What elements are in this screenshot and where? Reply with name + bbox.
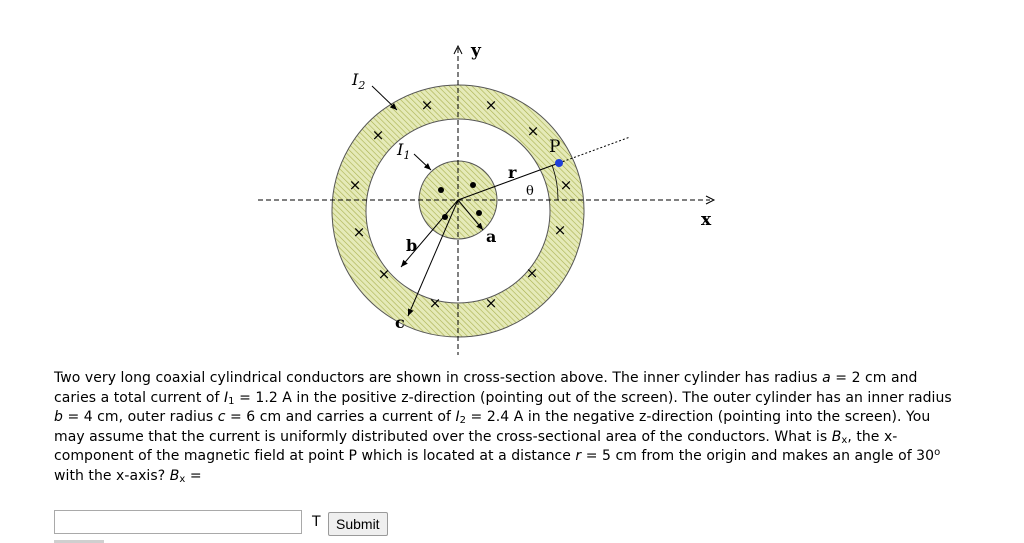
current-out-dot [476,210,482,216]
current-in-cross: × [526,264,539,282]
radius-line-a [457,199,484,231]
problem-segment: = 2 cm and caries a total current of [54,370,918,406]
point-p [555,159,563,167]
label-c: c [395,313,405,332]
label-a: a [486,227,496,246]
p-direction-dotted [558,136,631,164]
unit-label: T [312,514,321,530]
label-b: b [406,236,417,255]
current-in-cross: × [429,294,442,312]
outer-conductor [331,84,585,338]
y-axis-label: y [470,41,482,61]
problem-segment: Two very long coaxial cylindrical conduc… [54,370,823,386]
label-i2: I2 [351,70,365,92]
problem-segment: = 5 cm from the origin and makes an angl… [581,448,935,464]
label-i1: I1 [396,140,410,162]
current-in-cross: × [485,96,498,114]
label-theta: θ [526,184,534,199]
current-out-dot [438,187,444,193]
theta-arc [551,164,559,201]
current-in-cross: × [485,294,498,312]
current-in-cross: × [372,126,385,144]
label-r: r [508,163,517,182]
sub-x: x [841,434,848,446]
current-in-cross: × [554,221,567,239]
problem-segment: = 2.4 A in the negative z-direction (poi… [54,409,931,445]
current-out-dot [442,214,448,220]
x-axis-label: x [701,210,712,230]
var-bx-answer: B [169,467,180,484]
degree-mark: o [934,447,941,458]
problem-segment: = 6 cm and carries a current of [225,409,456,425]
var-bx: B [831,428,842,445]
var-c: c [217,409,226,425]
answer-input[interactable] [54,510,302,534]
label-p: P [549,137,560,157]
current-in-cross: × [421,96,434,114]
next-element-edge [54,540,104,543]
current-in-cross: × [378,265,391,283]
problem-segment: , the x-component of the magnetic field … [54,428,898,465]
sub-1: 1 [228,395,235,407]
x-axis-arrow-icon [705,195,716,205]
var-b: b [54,409,63,425]
i1-pointer [413,153,432,171]
coaxial-conductor-diagram: y x I2 I1 P r θ a b c × × × × × × × × × … [258,41,716,355]
current-in-cross: × [560,176,573,194]
var-a: a [822,370,831,386]
var-r: r [575,448,582,464]
problem-segment: = [185,467,202,484]
problem-segment: = 4 cm, outer radius [62,409,218,425]
current-in-cross: × [349,176,362,194]
submit-button[interactable]: Submit [328,512,388,536]
y-axis-arrow-icon [453,44,463,55]
radius-line-b [400,199,459,268]
current-out-dot [470,182,476,188]
problem-text: Two very long coaxial cylindrical conduc… [54,369,954,486]
sub-x-answer: x [179,473,186,485]
var-i2: I [455,409,460,425]
sub-2: 2 [459,415,467,426]
current-in-cross: × [353,223,366,241]
current-in-cross: × [527,122,540,140]
radius-line-r [457,162,560,201]
problem-segment: with the x-axis? [54,467,170,484]
radius-line-c [407,199,459,317]
i2-pointer [371,85,398,111]
problem-segment: = 1.2 A in the positive z-direction (poi… [234,389,952,406]
var-i1: I [223,389,229,406]
